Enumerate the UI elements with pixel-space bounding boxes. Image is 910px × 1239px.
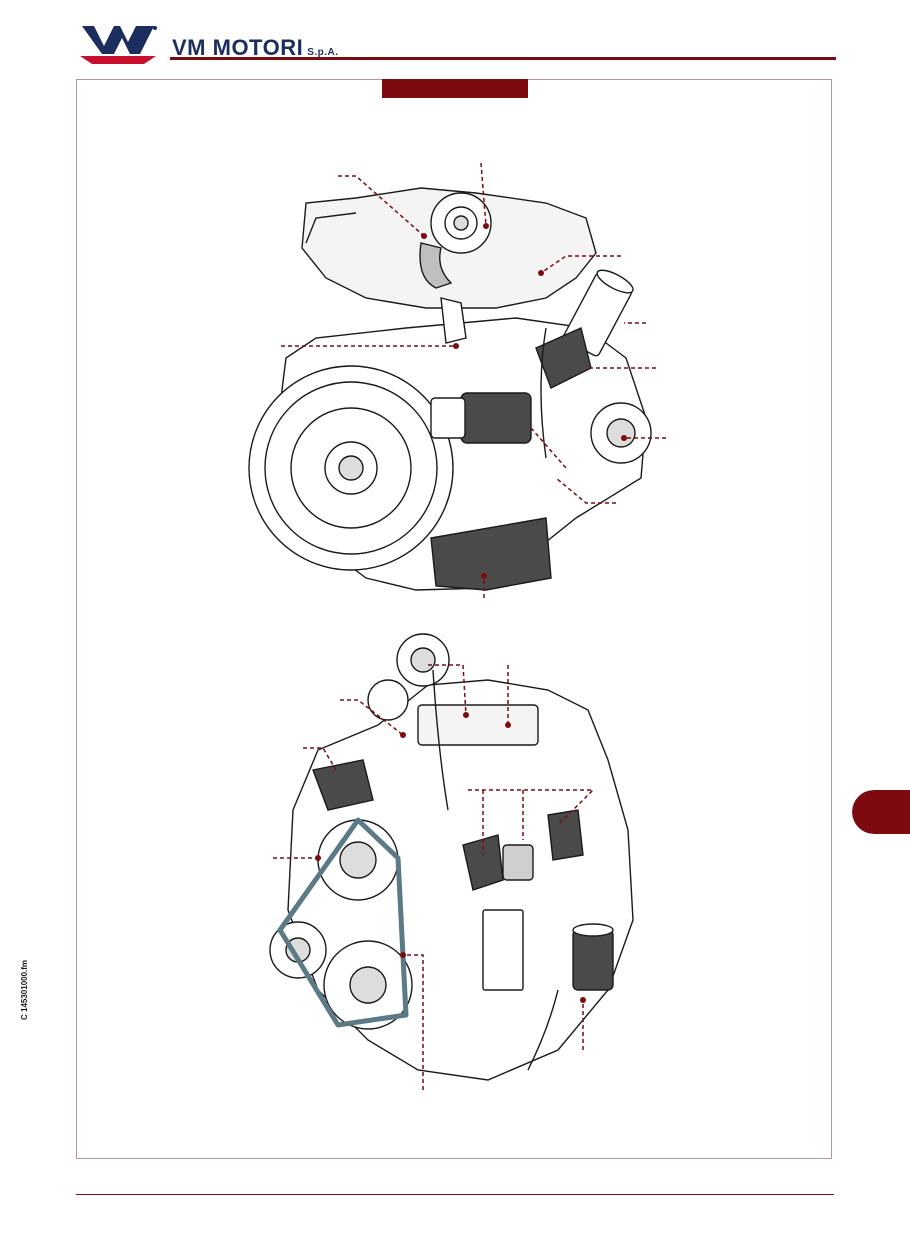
section-tab <box>852 790 910 834</box>
engine-view-front-side <box>269 633 634 1090</box>
document-code: C 145301000.fm <box>20 959 29 1020</box>
section-title-bar <box>382 79 528 98</box>
engine-view-flywheel-side <box>248 162 666 598</box>
vm-logo-icon <box>80 26 157 64</box>
footer-rule <box>76 1194 834 1195</box>
header-rule <box>170 57 836 60</box>
brand-suffix: S.p.A. <box>307 47 339 58</box>
brand-text: VM MOTORI <box>172 35 304 60</box>
